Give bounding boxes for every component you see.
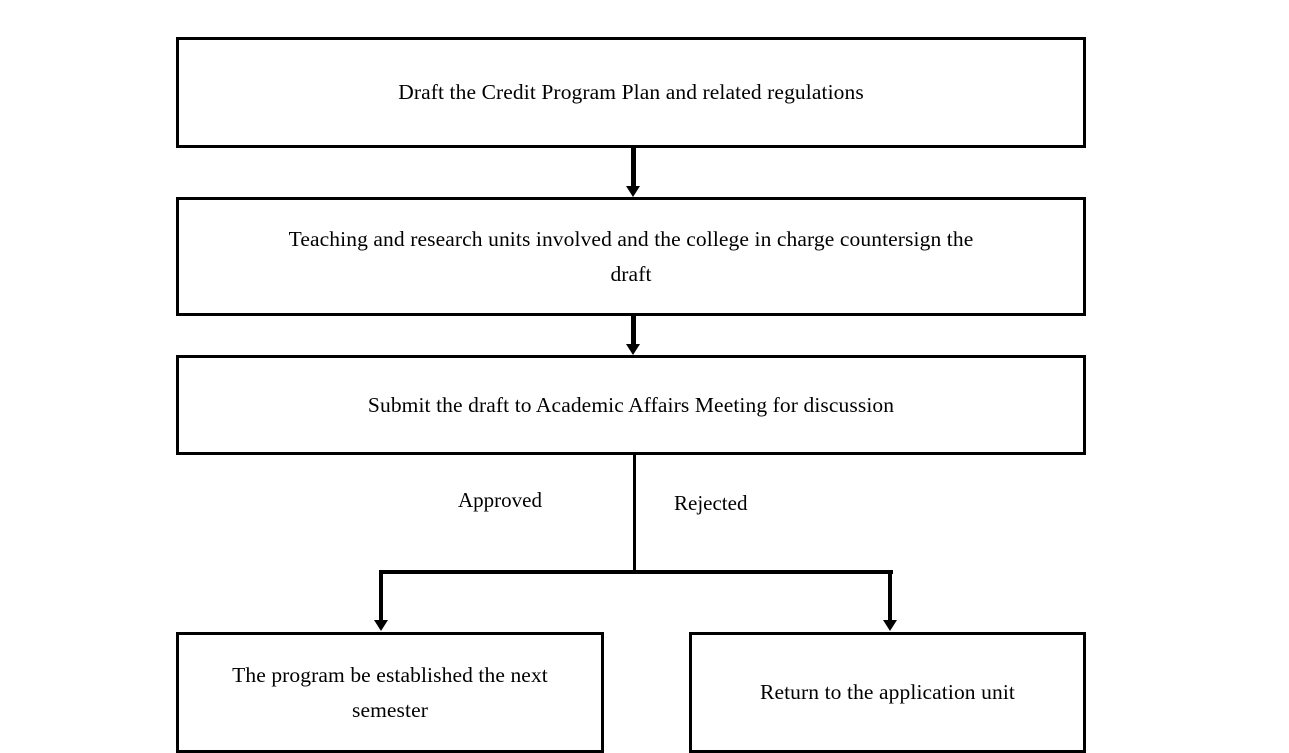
edge-label-approved: Approved bbox=[458, 488, 542, 512]
edge-bus-line bbox=[379, 570, 893, 574]
flow-node-established: The program be established the next seme… bbox=[176, 632, 604, 753]
edge-label-rejected: Rejected bbox=[674, 491, 748, 515]
edge-line-approved bbox=[379, 570, 383, 621]
flow-node-return-label: Return to the application unit bbox=[760, 680, 1015, 705]
flow-node-draft-label: Draft the Credit Program Plan and relate… bbox=[398, 80, 864, 105]
flow-node-countersign-label: Teaching and research units involved and… bbox=[288, 226, 974, 286]
edge-line bbox=[633, 455, 636, 571]
flow-node-submit: Submit the draft to Academic Affairs Mee… bbox=[176, 355, 1086, 455]
edge-line-rejected bbox=[888, 570, 892, 621]
flow-node-submit-label: Submit the draft to Academic Affairs Mee… bbox=[367, 392, 895, 417]
flow-node-established-label: The program be established the next seme… bbox=[232, 662, 548, 722]
edge-line bbox=[631, 316, 636, 347]
flow-node-countersign: Teaching and research units involved and… bbox=[176, 197, 1086, 316]
edge-line bbox=[631, 148, 636, 189]
flow-node-return: Return to the application unit bbox=[689, 632, 1086, 753]
arrow-down-icon bbox=[626, 344, 640, 355]
arrow-down-icon bbox=[883, 620, 897, 631]
arrow-down-icon bbox=[626, 186, 640, 197]
arrow-down-icon bbox=[374, 620, 388, 631]
flow-node-draft: Draft the Credit Program Plan and relate… bbox=[176, 37, 1086, 148]
